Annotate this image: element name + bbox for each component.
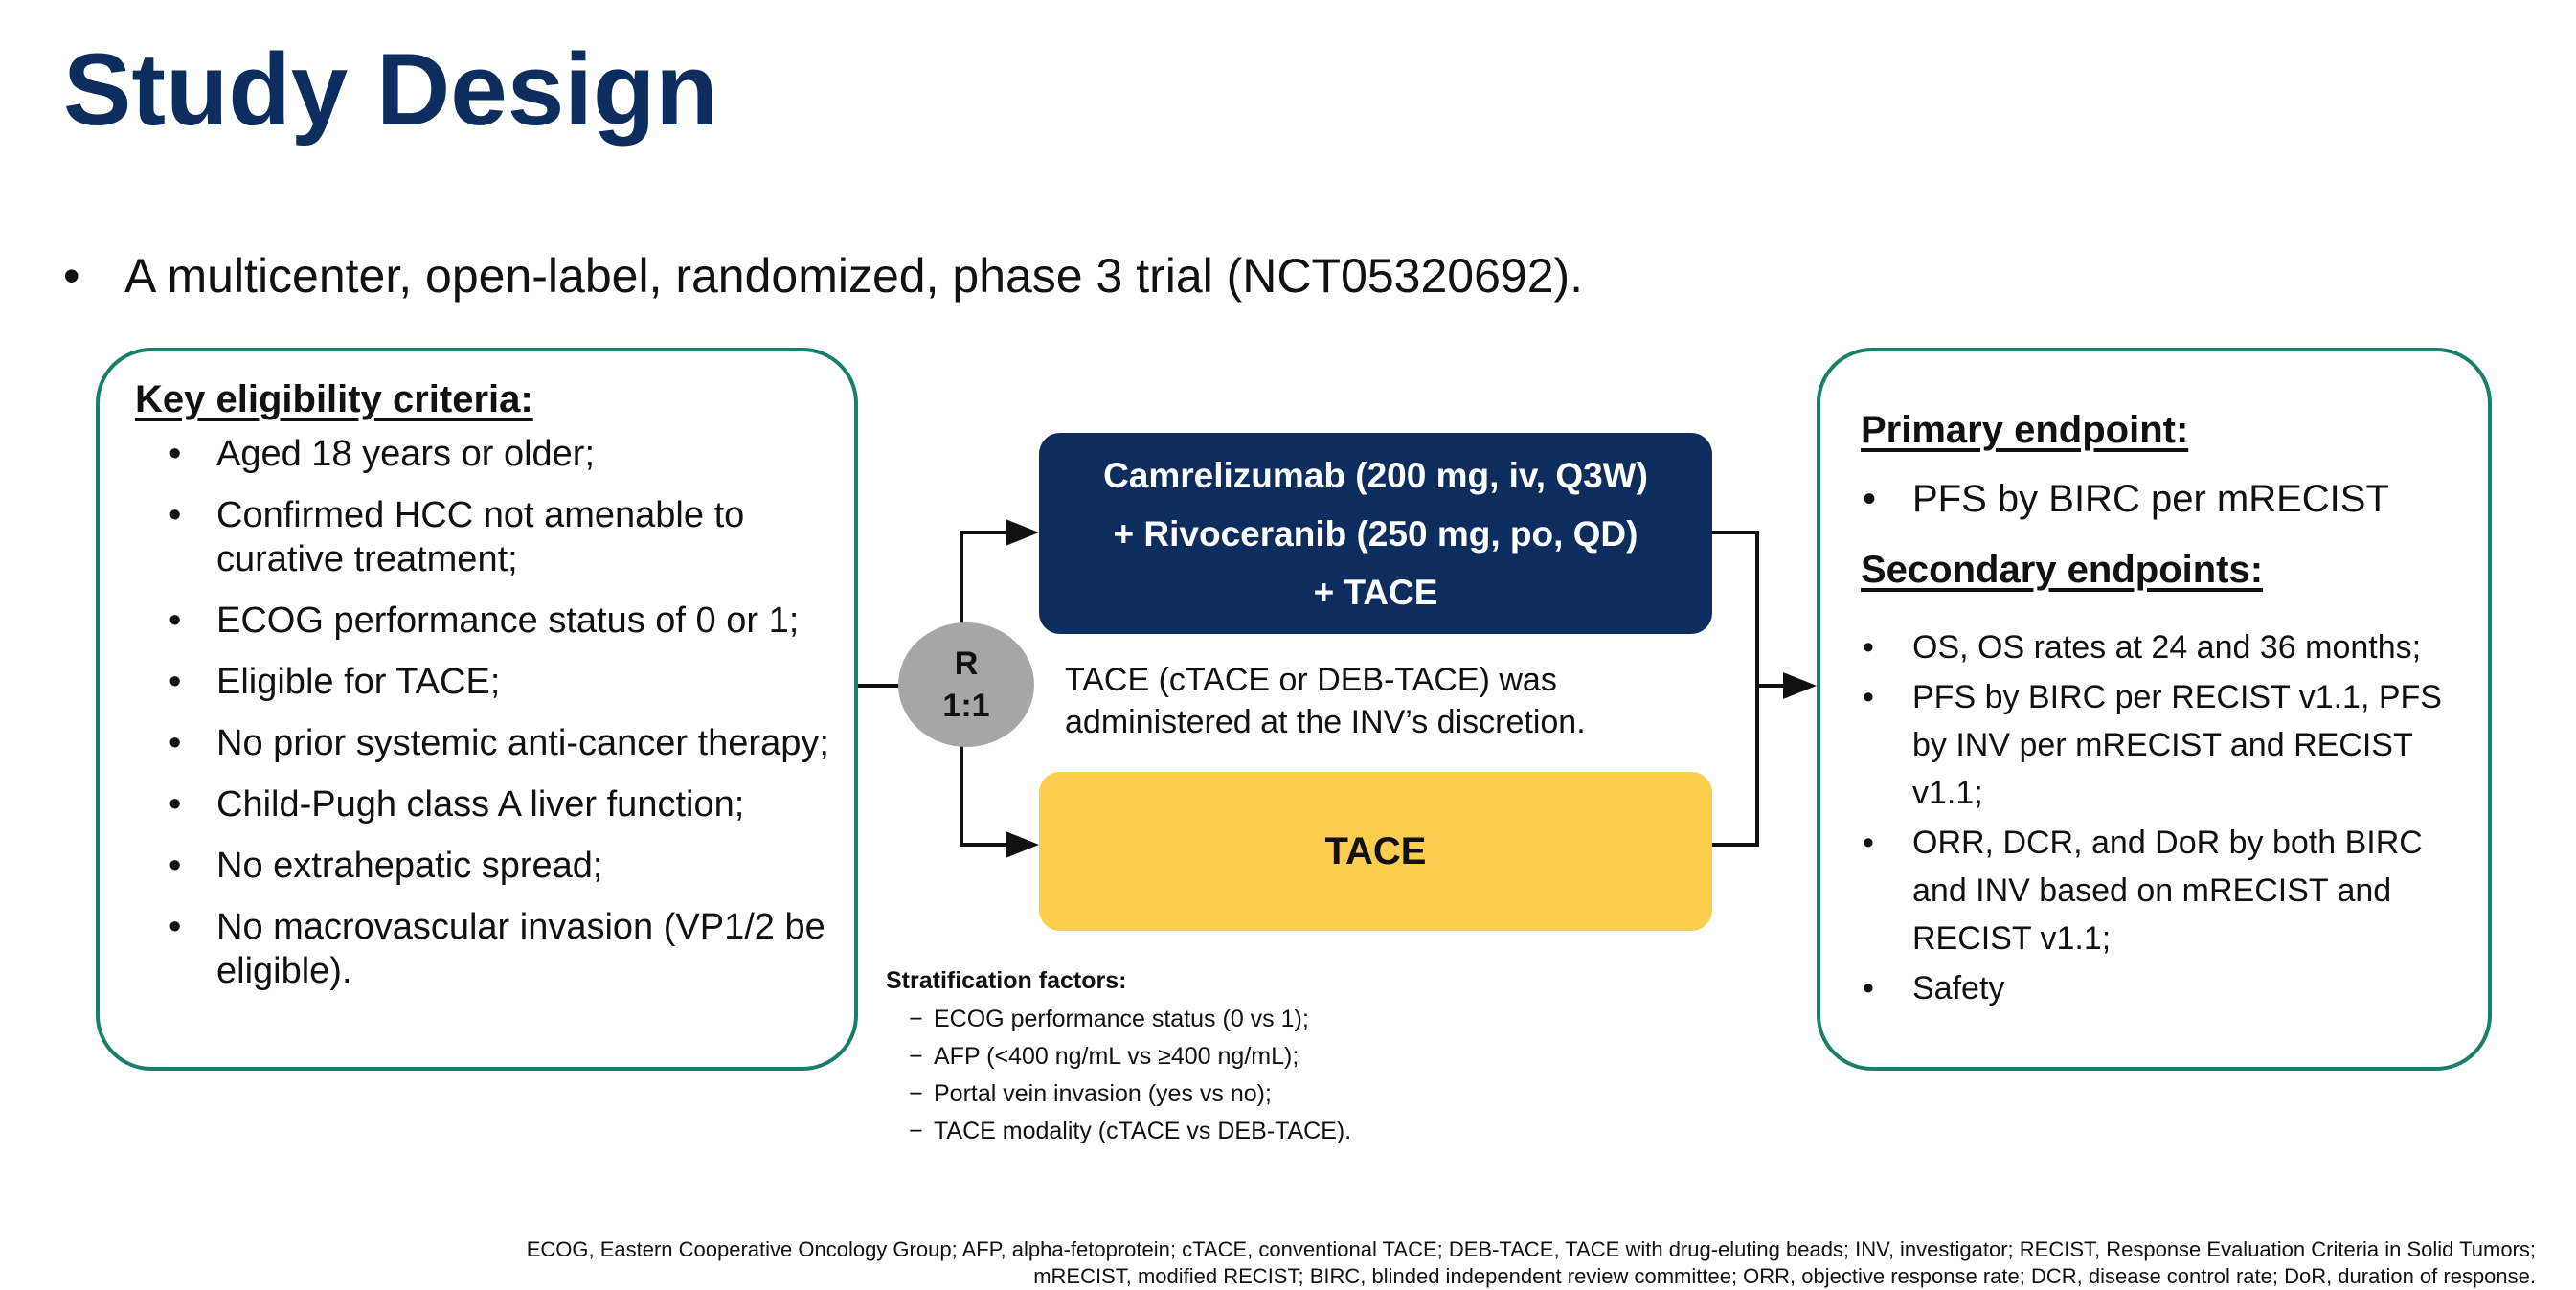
- randomization-branch-line: [960, 746, 1006, 847]
- arrowhead-icon: [1006, 831, 1039, 858]
- footnote-line: mRECIST, modified RECIST; BIRC, blinded …: [1033, 1264, 2536, 1288]
- list-item: PFS by BIRC per RECIST v1.1, PFS by INV …: [1863, 673, 2477, 817]
- randomization-node: R 1:1: [898, 622, 1034, 747]
- control-arm-box: TACE: [1039, 772, 1712, 931]
- list-item: Aged 18 years or older;: [169, 432, 848, 476]
- stratification-factors: Stratification factors: ECOG performance…: [886, 964, 1556, 1150]
- primary-endpoint-list: PFS by BIRC per mRECIST: [1863, 476, 2477, 522]
- footnote-line: ECOG, Eastern Cooperative Oncology Group…: [526, 1237, 2536, 1261]
- list-item: AFP (<400 ng/mL vs ≥400 ng/mL);: [909, 1038, 1556, 1075]
- experimental-to-endpoint-line: [1712, 531, 1759, 847]
- primary-endpoint-heading: Primary endpoint:: [1861, 409, 2189, 451]
- eligibility-heading: Key eligibility criteria:: [135, 378, 533, 420]
- footnote: ECOG, Eastern Cooperative Oncology Group…: [527, 1236, 2536, 1290]
- secondary-endpoint-list: OS, OS rates at 24 and 36 months; PFS by…: [1863, 623, 2477, 1014]
- list-item: Child-Pugh class A liver function;: [169, 782, 848, 826]
- list-item: PFS by BIRC per mRECIST: [1863, 476, 2477, 522]
- list-item: ORR, DCR, and DoR by both BIRC and INV b…: [1863, 819, 2477, 962]
- list-item: Confirmed HCC not amenable to curative t…: [169, 493, 848, 581]
- randomization-ratio: 1:1: [942, 688, 990, 724]
- page-title: Study Design: [63, 32, 718, 147]
- list-item: OS, OS rates at 24 and 36 months;: [1863, 623, 2477, 671]
- eligibility-list: Aged 18 years or older; Confirmed HCC no…: [169, 432, 848, 1010]
- stratification-list: ECOG performance status (0 vs 1); AFP (<…: [886, 1001, 1556, 1150]
- list-item: Eligible for TACE;: [169, 660, 848, 704]
- list-item: TACE modality (cTACE vs DEB-TACE).: [909, 1113, 1556, 1150]
- randomization-label: R: [954, 645, 979, 682]
- bullet-marker: •: [63, 249, 80, 303]
- eligibility-panel: Key eligibility criteria: Aged 18 years …: [96, 348, 858, 1071]
- arrowhead-icon: [1783, 672, 1817, 699]
- list-item: Portal vein invasion (yes vs no);: [909, 1075, 1556, 1113]
- list-item: Safety: [1863, 964, 2477, 1012]
- tace-note: TACE (cTACE or DEB-TACE) was administere…: [1065, 662, 1586, 740]
- intro-bullet: • A multicenter, open-label, randomized, …: [63, 247, 1583, 305]
- experimental-arm-line: Camrelizumab (200 mg, iv, Q3W): [1103, 455, 1648, 495]
- list-item: ECOG performance status of 0 or 1;: [169, 599, 848, 643]
- stratification-heading: Stratification factors:: [886, 967, 1127, 994]
- arrowhead-icon: [1006, 519, 1039, 546]
- list-item: No extrahepatic spread;: [169, 844, 848, 888]
- experimental-arm-line: + Rivoceranib (250 mg, po, QD): [1113, 513, 1638, 554]
- list-item: No prior systemic anti-cancer therapy;: [169, 721, 848, 765]
- secondary-endpoint-heading: Secondary endpoints:: [1861, 549, 2264, 591]
- control-arm-label: TACE: [1324, 829, 1427, 872]
- intro-text: A multicenter, open-label, randomized, p…: [124, 249, 1584, 303]
- experimental-arm-line: + TACE: [1313, 572, 1438, 612]
- randomization-branch-line: [960, 531, 1006, 625]
- list-item: No macrovascular invasion (VP1/2 be elig…: [169, 905, 848, 993]
- experimental-arm-box: Camrelizumab (200 mg, iv, Q3W) + Rivocer…: [1039, 433, 1712, 634]
- endpoints-panel: Primary endpoint: PFS by BIRC per mRECIS…: [1817, 348, 2492, 1071]
- list-item: ECOG performance status (0 vs 1);: [909, 1001, 1556, 1038]
